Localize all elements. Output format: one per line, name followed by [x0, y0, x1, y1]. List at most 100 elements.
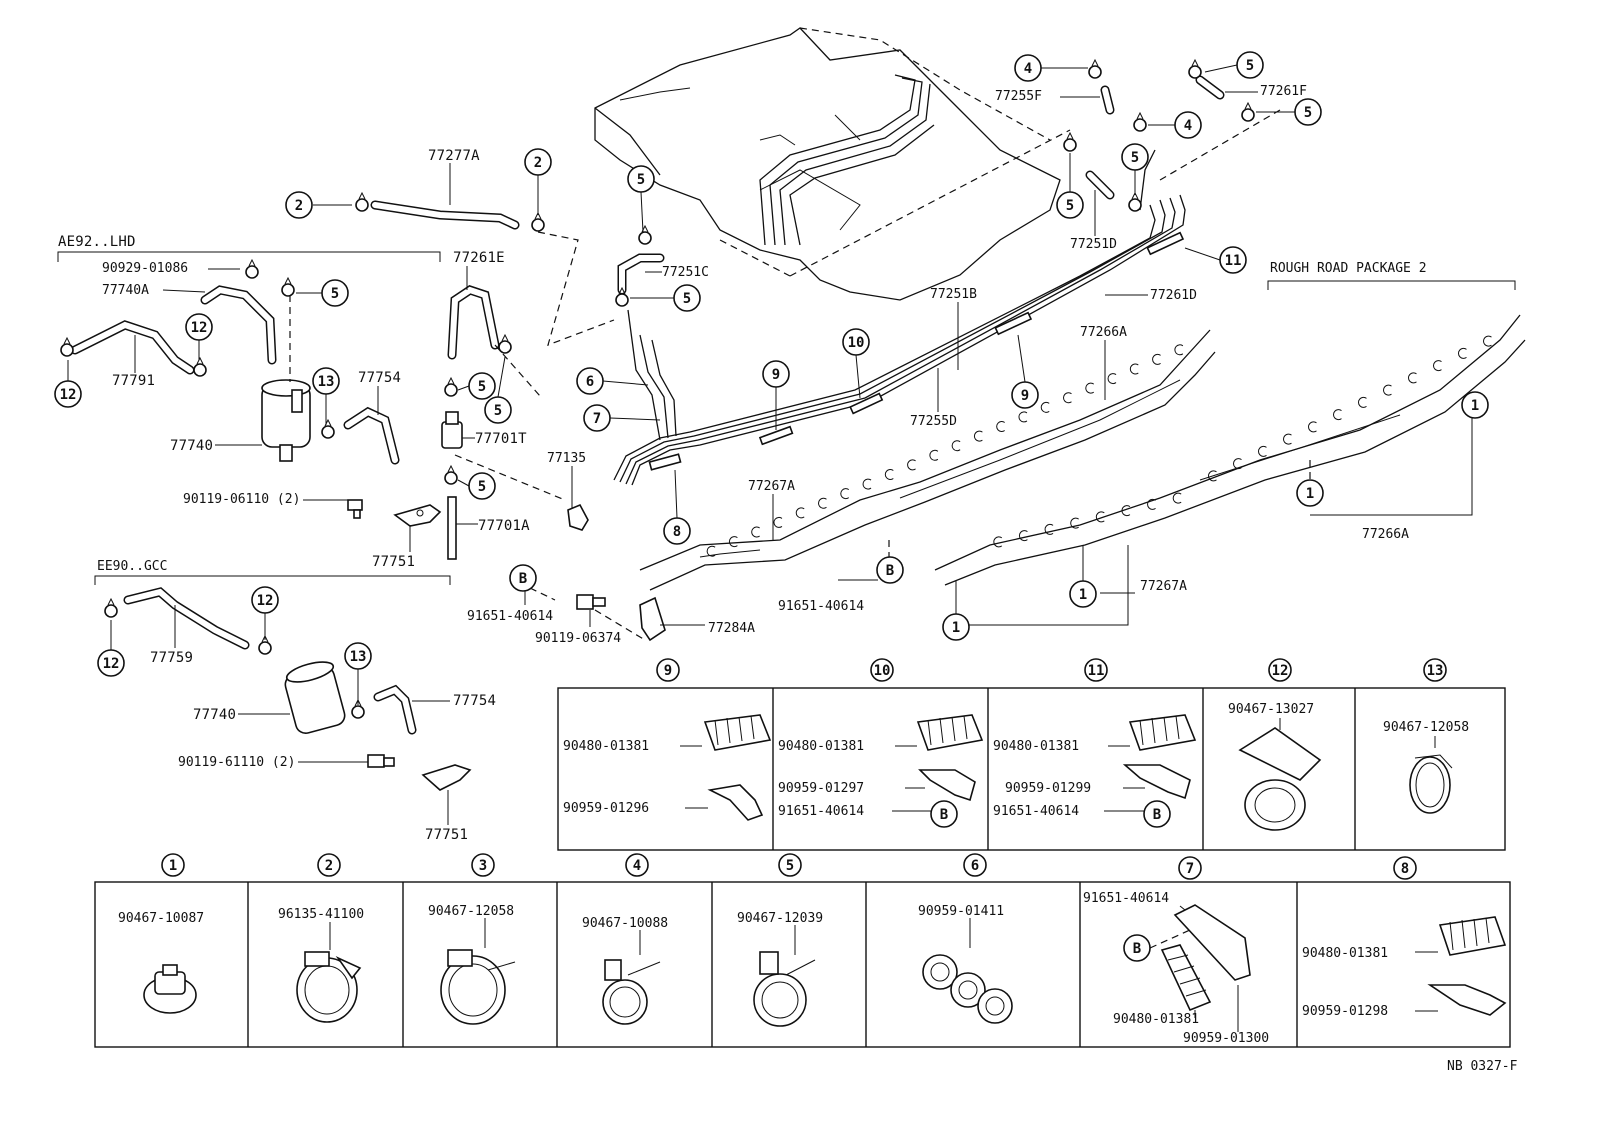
callout-number: 1 — [1471, 398, 1479, 414]
legend-row-lower: 90467-10087 96135-41100 90467-12058 9046… — [94, 881, 1511, 1048]
callout-circle — [321, 279, 349, 307]
hose-clamp-icon — [440, 949, 516, 1025]
protector-c-clip — [773, 516, 783, 528]
callout-number: 1 — [952, 620, 960, 636]
callout-circle — [468, 372, 496, 400]
protector-c-clip — [993, 536, 1003, 548]
section-rough-road-label: ROUGH ROAD PACKAGE 2 — [1270, 261, 1427, 276]
label-77701a: 77701A — [478, 518, 530, 534]
callout-number: B — [519, 571, 527, 587]
protector-77267a-lower — [934, 314, 1526, 586]
callout-number: 2 — [325, 858, 333, 874]
clip-block-icon — [1438, 916, 1507, 956]
callout-leader — [674, 469, 678, 519]
protector-c-clip — [1040, 401, 1050, 413]
callout-number: 3 — [479, 858, 487, 874]
protector-c-clip — [1147, 498, 1156, 510]
callout-circle — [876, 556, 904, 584]
protector-c-clip — [1308, 421, 1317, 433]
canister-77740-upper — [261, 379, 311, 462]
bolt-90119-61110 — [367, 754, 395, 768]
protector-c-clip — [1095, 511, 1105, 523]
ee90-bracket — [94, 575, 451, 585]
callout-circle — [663, 517, 691, 545]
legend2: 96135-41100 — [278, 907, 364, 922]
legend13: 90467-12058 — [1383, 720, 1469, 735]
protector-c-clip — [1172, 492, 1182, 504]
callout-circle — [161, 853, 185, 877]
callout-number: 12 — [103, 656, 120, 672]
protector-c-clip — [1333, 409, 1342, 421]
callout-number: 13 — [318, 374, 335, 390]
callout-circle — [625, 853, 649, 877]
callout-number: 12 — [191, 320, 208, 336]
label-90119-61110: 90119-61110 (2) — [178, 755, 295, 770]
callout-circle — [344, 642, 372, 670]
callout-number: B — [886, 563, 894, 579]
legend11-b: 90959-01299 — [1005, 781, 1091, 796]
bracket-77284a — [639, 596, 666, 642]
callout-number: 7 — [1186, 861, 1194, 877]
legend10-b: 90959-01297 — [778, 781, 864, 796]
callout-circle — [930, 800, 958, 828]
spring-clamp-icon — [1409, 754, 1453, 814]
label-77261e: 77261E — [453, 250, 505, 266]
callout-circle — [627, 165, 655, 193]
label-77284a: 77284A — [708, 621, 755, 636]
protector-c-clip — [818, 497, 827, 509]
clamp-plate-icon — [1173, 904, 1251, 981]
callout-circle — [317, 853, 341, 877]
hose-77277a — [355, 192, 545, 232]
callout-circle — [963, 853, 987, 877]
callout-number: 2 — [534, 155, 542, 171]
callout-leader — [609, 417, 661, 421]
callout-number: 5 — [786, 858, 794, 874]
legend7-b: 90480-01381 — [1113, 1012, 1199, 1027]
hose-77759 — [104, 587, 272, 655]
legend11-a: 90480-01381 — [993, 739, 1079, 754]
protector-c-clip — [1107, 373, 1117, 385]
triple-clip-icon — [922, 954, 1013, 1024]
callout-circle — [762, 360, 790, 388]
protector-c-clip — [1018, 530, 1028, 542]
protector-c-clip — [1383, 384, 1392, 396]
callout-leader — [640, 191, 644, 233]
legend8-b: 90959-01298 — [1302, 1004, 1388, 1019]
callout-number: 6 — [586, 374, 594, 390]
callout-circle — [942, 613, 970, 641]
protector-c-clip — [1258, 445, 1267, 457]
callout-number: 7 — [593, 411, 601, 427]
clip-block-icon — [703, 714, 772, 751]
label-77751-upper: 77751 — [372, 554, 415, 570]
legend9-a: 90480-01381 — [563, 739, 649, 754]
clamp-plate-icon — [918, 769, 976, 802]
bracket-77751-lower — [421, 764, 472, 791]
callout-number: 12 — [257, 593, 274, 609]
protector-c-clip — [907, 459, 916, 471]
callout-number: 5 — [1246, 58, 1254, 74]
hose-clamp-icon — [753, 951, 816, 1027]
bolt-90119-06110 — [347, 499, 363, 519]
label-77251b: 77251B — [930, 287, 977, 302]
label-90119-06110: 90119-06110 (2) — [183, 492, 300, 507]
callout-circle — [1393, 856, 1417, 880]
label-77251c: 77251C — [662, 265, 709, 280]
callout-circle — [1174, 111, 1202, 139]
label-77701t: 77701T — [475, 431, 527, 447]
section-ee90-label: EE90..GCC — [97, 559, 167, 574]
callout-circle — [509, 564, 537, 592]
grommet-clip-icon — [143, 964, 197, 1014]
drawing-code: NB 0327-F — [1447, 1059, 1518, 1074]
callout-number: 10 — [848, 335, 865, 351]
label-77266a-lower: 77266A — [1362, 527, 1409, 542]
callout-number: 4 — [633, 858, 641, 874]
callout-number: 9 — [772, 367, 780, 383]
label-77751-lower: 77751 — [425, 827, 468, 843]
protector-c-clip — [1283, 433, 1292, 445]
callout-circle — [583, 404, 611, 432]
callout-leader — [497, 356, 506, 398]
callout-number: 4 — [1184, 118, 1192, 134]
protector-clip-row — [706, 335, 1492, 557]
protector-c-clip — [1085, 382, 1095, 394]
